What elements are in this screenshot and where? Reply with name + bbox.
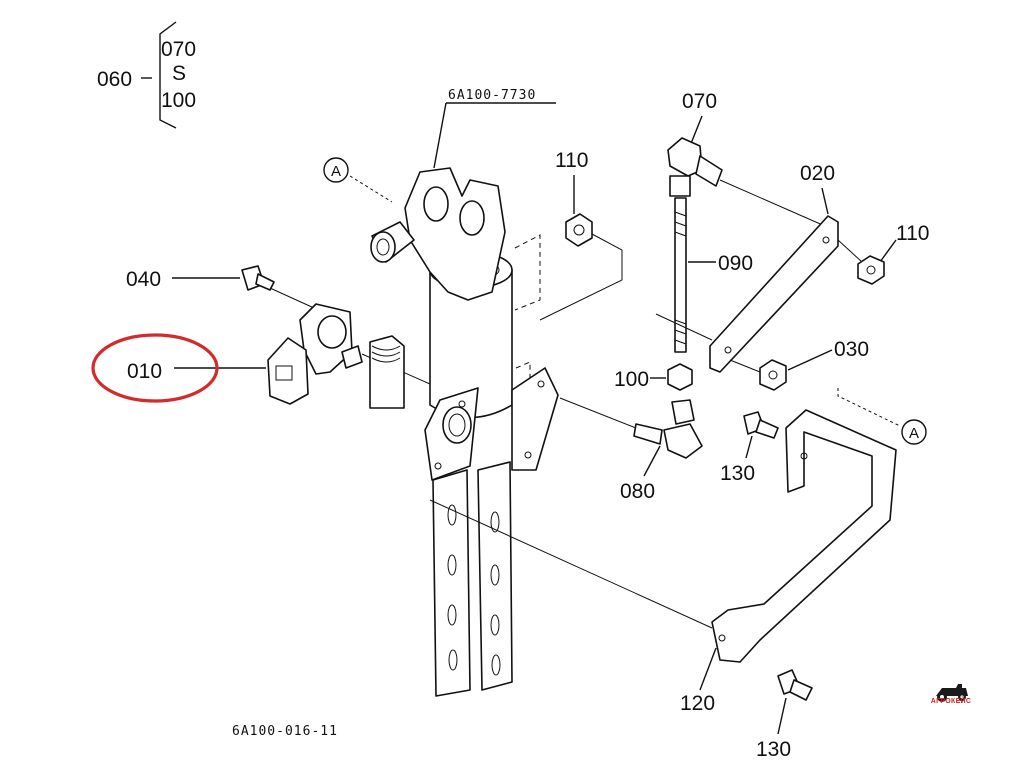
top-reference: 6A100-7730 [448,88,536,103]
callout-130-bottom: 130 [756,738,791,761]
group-range-mark: S [172,62,186,85]
watermark-text: АГРОКЕЙС [930,698,972,705]
group-to: 100 [161,89,196,112]
callout-110-left: 110 [555,149,588,172]
callout-030: 030 [834,338,869,361]
marker-a-top-label: A [331,163,341,180]
callout-010: 010 [127,360,162,383]
callout-090: 090 [718,252,753,275]
part-040-screw: 040 [126,265,315,309]
bottom-reference: 6A100-016-11 [232,724,338,739]
group-bracket-060: 060 070 S 100 [97,21,196,129]
callout-080: 080 [620,480,655,503]
callout-070: 070 [682,90,717,113]
agrokeis-logo-tractor-icon [936,684,968,702]
part-110-left-nut: 110 [539,149,623,321]
part-120-bracket: 120 [429,409,897,715]
part-020-plate: 020 [655,162,863,373]
group-from: 070 [161,38,196,61]
main-bracket-body [370,167,559,697]
part-130-bolt-mid: 130 [720,411,779,485]
callout-110-right: 110 [896,222,929,245]
callout-120: 120 [680,692,715,715]
marker-a-right-label: A [909,425,919,442]
highlight-ring-010 [91,333,219,403]
part-110-right-nut: 110 [857,222,929,285]
part-130-bolt-bottom: 130 [756,669,813,761]
part-030-nut: 030 [729,338,869,391]
part-010-switch: 010 [127,303,431,409]
group-label: 060 [97,68,132,91]
marker-a-right: A [837,388,927,445]
part-090-rod: 070 090 100 080 [559,90,835,503]
callout-100: 100 [614,368,649,391]
marker-a-top: A [323,157,393,203]
callout-130-mid: 130 [720,462,755,485]
callout-040: 040 [126,268,161,291]
callout-020: 020 [800,162,835,185]
